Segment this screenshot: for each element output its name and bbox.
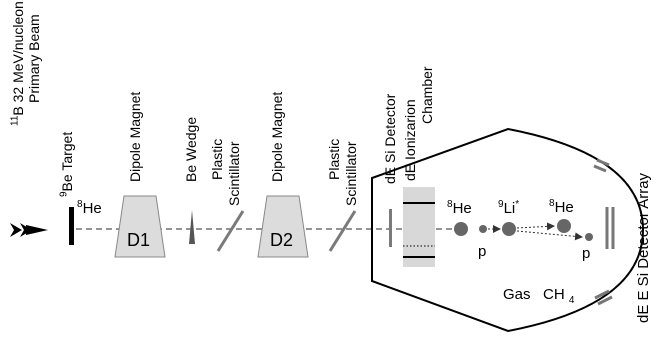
- scattering-chamber-outline: [371, 127, 645, 333]
- detector-array-label: dE E Si Detector Array: [635, 172, 652, 323]
- ion-chamber-label-line2: Chamber: [419, 66, 435, 124]
- he8-outgoing-ball: [557, 219, 571, 233]
- dipole-magnet-2-label: Dipole Magnet: [269, 91, 285, 182]
- arrow-to-he8: [516, 222, 555, 231]
- plastic-scintillator-2-label-line2: Scintillator: [343, 141, 359, 206]
- chamber-he8-in-label: 8He: [447, 199, 472, 217]
- be-target-bar: [69, 207, 74, 245]
- de-si-detector-bar: [389, 209, 392, 247]
- plastic-scintillator-1-label-line2: Scintillator: [226, 141, 242, 206]
- de-si-detector-label: dE Si Detector: [382, 93, 398, 184]
- ionization-chamber: [403, 187, 435, 267]
- d1-label: D1: [127, 230, 151, 250]
- primary-beam-label-line1: 11B 32 MeV/nucleon: [9, 1, 26, 126]
- be-target-label: 9Be Target: [58, 131, 75, 197]
- plastic-scintillator-2: [328, 210, 357, 252]
- chamber-p2-label: p: [582, 245, 591, 262]
- be-wedge-label: Be Wedge: [183, 116, 199, 182]
- chamber-p1-label: p: [478, 243, 487, 260]
- plastic-scintillator-1-label-line1: Plastic: [209, 138, 225, 180]
- arrow-to-proton: [516, 230, 583, 241]
- plastic-scintillator-2-label-line1: Plastic: [326, 138, 342, 180]
- proton-ball-2: [585, 233, 593, 241]
- dipole-magnet-1-label: Dipole Magnet: [127, 91, 143, 182]
- dipole-magnet-d2: [257, 195, 309, 258]
- primary-beam-label-line2: Primary Beam: [26, 14, 42, 103]
- he8-incoming-ball: [454, 222, 468, 236]
- be-wedge-shape: [189, 210, 195, 244]
- gas-label: Gas CH 4: [503, 286, 575, 306]
- proton-ball-1: [479, 225, 487, 233]
- chamber-li9-label: 9Li*: [498, 199, 520, 217]
- ion-chamber-label-line1: dE Ionizarion: [402, 99, 418, 181]
- dipole-magnet-d1: [114, 195, 166, 258]
- de-e-si-detector-array: [593, 158, 615, 306]
- plastic-scintillator-1: [216, 210, 245, 252]
- beam-he8-label: 8He: [77, 199, 102, 217]
- chamber-he8-out-label: 8He: [549, 198, 574, 216]
- d2-label: D2: [270, 230, 294, 250]
- incoming-beam-arrow: [10, 223, 48, 237]
- li9-ball: [502, 222, 516, 236]
